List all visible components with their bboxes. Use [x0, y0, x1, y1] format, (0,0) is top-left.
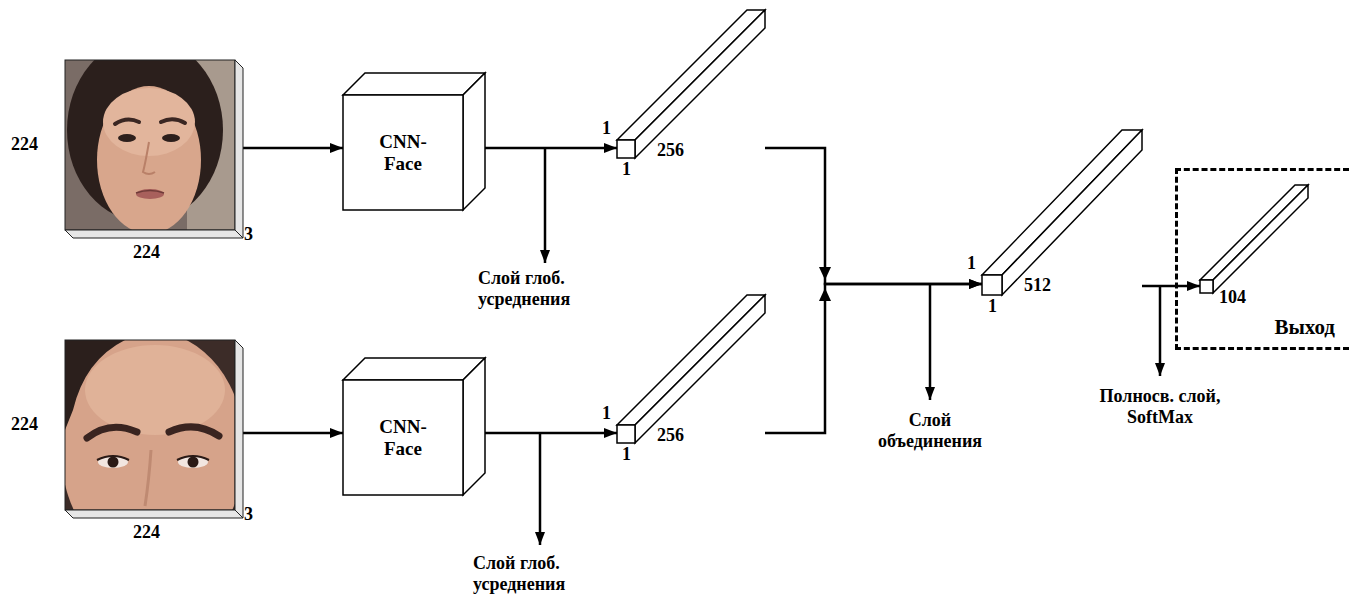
dimension-label-holder: 1 — [602, 118, 611, 139]
vector-shape — [617, 10, 765, 158]
feature-vector: 11256 — [617, 295, 765, 443]
dimension-label: 224 — [11, 414, 38, 435]
block-title-holder: CNN- Face — [343, 95, 463, 210]
dimension-label: 1 — [967, 253, 976, 274]
feature-vector: 104 — [1200, 185, 1308, 293]
dimension-label-holder: 1 — [967, 253, 976, 274]
layer-caption: Слой глоб. усреднения — [473, 553, 613, 594]
region-title: Выход — [1274, 315, 1335, 339]
flow-arrow — [1142, 285, 1200, 288]
flow-arrow — [243, 147, 343, 150]
dimension-label: 512 — [1024, 275, 1051, 296]
layer-caption-holder: Слой объединения — [878, 410, 982, 451]
dimension-label-holder: 224 — [133, 242, 160, 263]
leader-arrow — [544, 148, 547, 263]
layer-caption-holder: Слой глоб. усреднения — [473, 553, 613, 594]
flow-arrow — [243, 432, 343, 435]
dimension-label-holder: 104 — [1219, 287, 1246, 308]
dimension-label: 1 — [622, 159, 631, 180]
layer-caption: Слой объединения — [878, 410, 982, 451]
output-region: Выход 104 — [1175, 168, 1349, 350]
block-title-holder: CNN- Face — [343, 380, 463, 495]
dimension-label: 3 — [244, 224, 253, 245]
vector-shape — [617, 295, 765, 443]
dimension-label: 1 — [602, 403, 611, 424]
face-photo — [65, 60, 243, 238]
flow-arrow — [765, 148, 982, 284]
dimension-label-holder: 1 — [988, 296, 997, 317]
dimension-label: 3 — [244, 504, 253, 525]
dimension-label: 256 — [657, 140, 684, 161]
dimension-label-holder: 3 — [244, 504, 253, 525]
vector-shape — [1200, 185, 1308, 293]
dimension-label-holder: 512 — [1024, 275, 1051, 296]
dimension-label-holder: 1 — [622, 444, 631, 465]
vector-shape — [982, 130, 1142, 295]
layer-caption: Полносв. слой, SoftMax — [1073, 386, 1248, 427]
flow-arrow — [485, 432, 617, 435]
dimension-label-holder: 256 — [657, 140, 684, 161]
input-image: 2242243 — [65, 60, 243, 238]
dimension-label-holder: 3 — [244, 224, 253, 245]
dimension-label: 1 — [622, 444, 631, 465]
face-photo — [65, 340, 243, 518]
cnn-block: CNN- Face — [343, 358, 485, 495]
leader-arrow — [539, 433, 542, 545]
input-image: 2242243 — [65, 340, 243, 518]
dimension-label-holder: 256 — [657, 425, 684, 446]
dimension-label: 256 — [657, 425, 684, 446]
dimension-label-holder: 224 — [11, 414, 38, 435]
block-title: CNN- Face — [379, 131, 427, 175]
dimension-label-holder: 224 — [133, 522, 160, 543]
leader-arrow — [929, 284, 932, 400]
dimension-label: 1 — [602, 118, 611, 139]
dimension-label: 224 — [133, 522, 160, 543]
layer-caption: Слой глоб. усреднения — [478, 268, 618, 309]
layer-caption-holder: Полносв. слой, SoftMax — [1073, 386, 1248, 427]
region-title-holder: Выход — [1274, 315, 1335, 339]
dimension-label-holder: 1 — [602, 403, 611, 424]
cnn-block: CNN- Face — [343, 73, 485, 210]
leader-arrow — [1159, 286, 1162, 376]
layer-caption-holder: Слой глоб. усреднения — [478, 268, 618, 309]
dimension-label-holder: 1 — [622, 159, 631, 180]
flow-arrow — [485, 147, 617, 150]
feature-vector: 11512 — [982, 130, 1142, 295]
block-title: CNN- Face — [379, 416, 427, 460]
dimension-label: 224 — [133, 242, 160, 263]
dimension-label: 1 — [988, 296, 997, 317]
dimension-label: 104 — [1219, 287, 1246, 308]
dimension-label-holder: 224 — [11, 134, 38, 155]
dimension-label: 224 — [11, 134, 38, 155]
feature-vector: 11256 — [617, 10, 765, 158]
